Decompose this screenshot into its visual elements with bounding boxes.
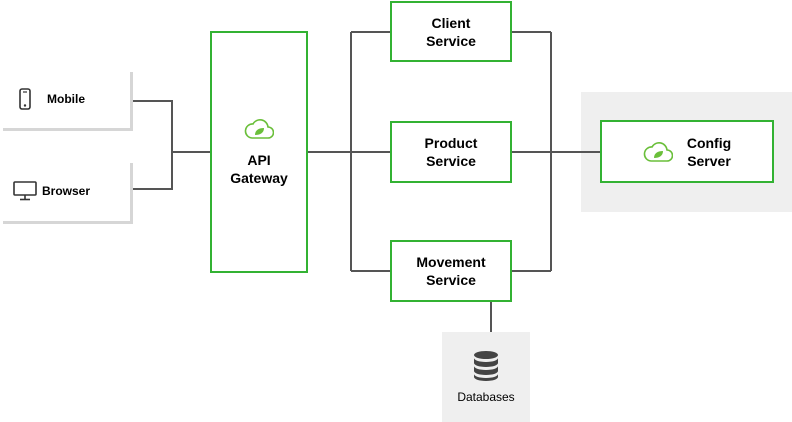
browser-connector <box>133 152 173 190</box>
api-gateway-box: API Gateway <box>210 31 308 273</box>
spring-leaf-icon <box>244 119 274 139</box>
config-line2: Server <box>687 152 731 169</box>
movement-service-box: Movement Service <box>390 240 512 302</box>
product-service-box: Product Service <box>390 121 512 183</box>
movement-service-line2: Service <box>426 272 476 288</box>
config-server-box: Config Server <box>600 120 774 183</box>
mobile-label: Mobile <box>47 92 85 106</box>
config-server-text: Config Server <box>687 134 731 170</box>
mobile-phone-icon <box>19 88 31 110</box>
product-service-line1: Product <box>424 135 478 151</box>
mobile-client-card <box>3 72 133 131</box>
config-line1: Config <box>686 134 732 151</box>
gateway-line2: Gateway <box>230 170 288 186</box>
gateway-line1: API <box>247 152 271 168</box>
monitor-icon <box>13 181 37 201</box>
browser-client-card <box>3 163 133 224</box>
movement-service-line1: Movement <box>416 254 486 270</box>
product-service-line2: Service <box>426 153 476 169</box>
client-service-box: Client Service <box>390 1 512 62</box>
database-icon <box>474 351 498 381</box>
browser-label: Browser <box>42 184 91 198</box>
client-service-line1: Client <box>431 14 471 31</box>
mobile-connector <box>133 100 173 152</box>
spring-leaf-icon <box>643 141 673 162</box>
databases-label: Databases <box>457 390 515 404</box>
client-service-line2: Service <box>426 32 476 49</box>
databases-panel <box>442 332 530 422</box>
